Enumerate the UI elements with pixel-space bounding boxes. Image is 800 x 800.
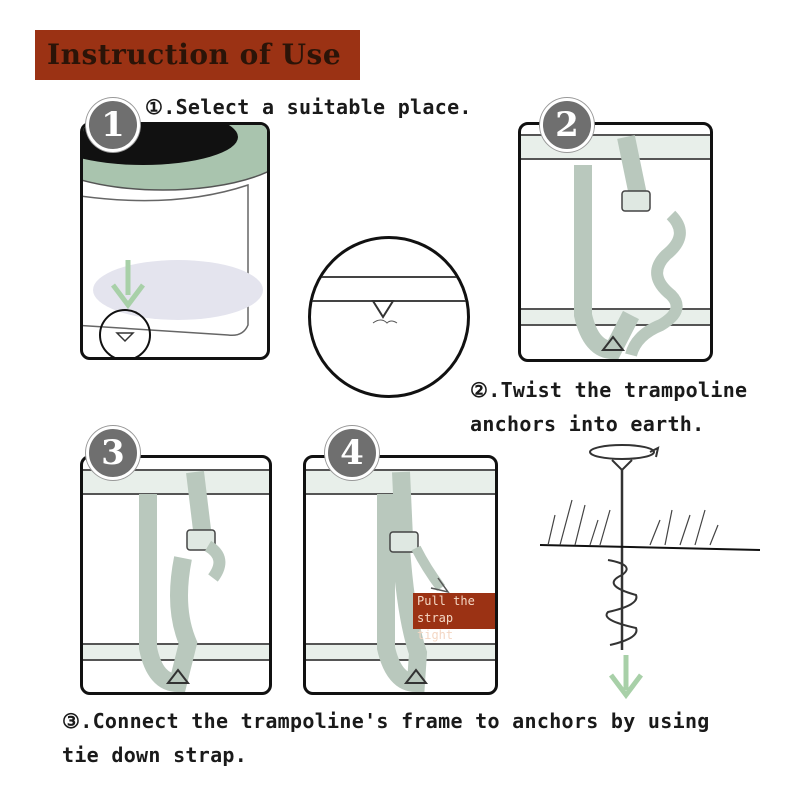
step-1-badge: 1 (86, 98, 140, 152)
title-text: Instruction of Use (47, 38, 342, 71)
step-2-panel (518, 122, 713, 362)
trampoline-illustration (83, 125, 267, 357)
step-1-caption: ①.Select a suitable place. (145, 95, 472, 119)
step-2-caption: ②.Twist the trampoline anchors into eart… (470, 378, 748, 436)
twist-anchor-illustration (521, 134, 710, 359)
anchor-closeup-illustration (311, 276, 467, 324)
step-2-badge: 2 (540, 98, 594, 152)
title-banner: Instruction of Use (35, 30, 360, 80)
step-4-badge: 4 (325, 426, 379, 480)
pull-strap-illustration (306, 469, 495, 692)
step-1-panel (80, 122, 270, 360)
step-3-panel (80, 455, 272, 695)
step-3-badge: 3 (86, 426, 140, 480)
connect-strap-illustration (83, 469, 269, 692)
step-4-panel (303, 455, 498, 695)
anchor-zoom-circle (308, 236, 470, 398)
pull-strap-tag: Pull the strap tight (413, 593, 495, 642)
step-3-caption: ③.Connect the trampoline's frame to anch… (62, 709, 710, 767)
